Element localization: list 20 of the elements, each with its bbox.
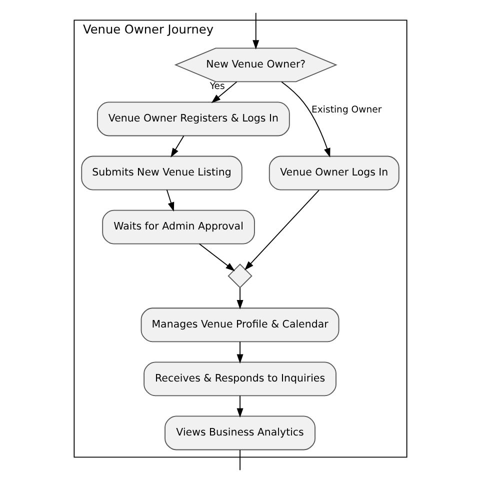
edge-label: Yes xyxy=(210,81,225,92)
arrow xyxy=(211,81,238,104)
arrow xyxy=(252,12,260,50)
node-diamond xyxy=(228,264,252,288)
node-box: Receives & Responds to Inquiries xyxy=(144,362,336,396)
edge-label: Existing Owner xyxy=(312,104,382,116)
node-box: Views Business Analytics xyxy=(164,416,316,450)
arrow xyxy=(236,395,244,418)
arrow xyxy=(166,189,174,212)
node-box: Submits New Venue Listing xyxy=(81,156,242,190)
arrow xyxy=(281,81,330,158)
arrow xyxy=(236,287,244,310)
node-box: Manages Venue Profile & Calendar xyxy=(140,308,340,342)
arrow xyxy=(170,135,184,158)
node-box: Waits for Admin Approval xyxy=(102,210,255,244)
arrow xyxy=(198,243,236,272)
arrow xyxy=(244,190,320,270)
node-box: Venue Owner Logs In xyxy=(268,156,400,190)
node-box: Venue Owner Registers & Logs In xyxy=(97,102,290,136)
arrow xyxy=(236,341,244,364)
